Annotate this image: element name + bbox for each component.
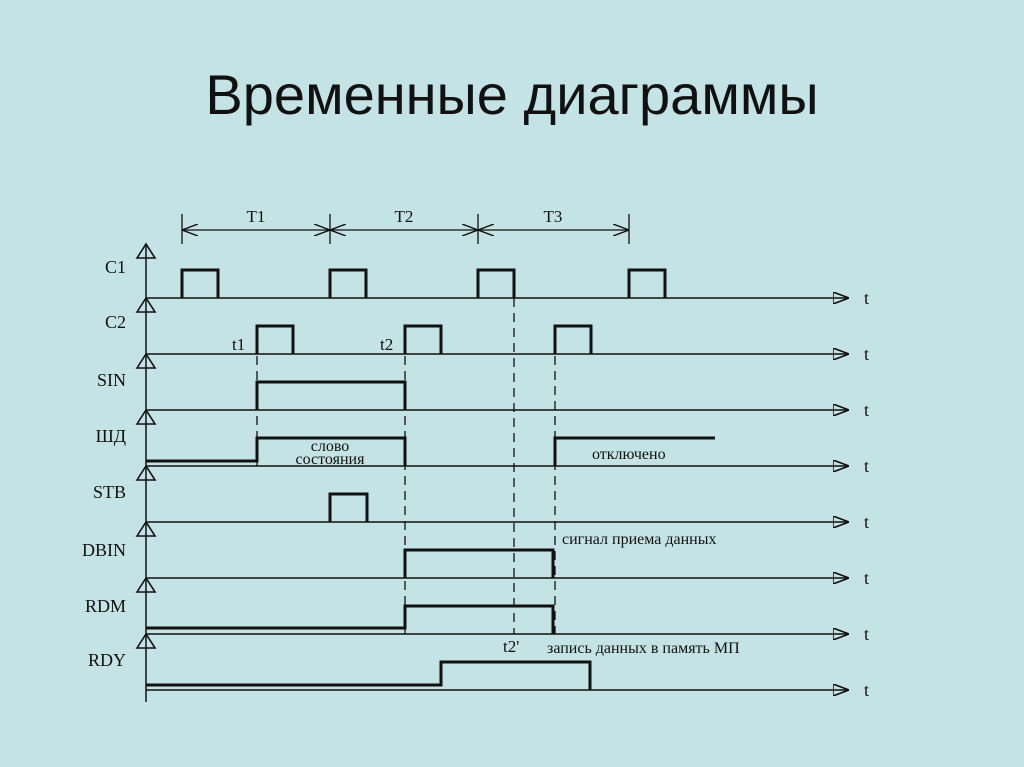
waveform-DBIN <box>403 548 555 578</box>
time-label-7: t <box>864 624 869 644</box>
period-label-T1: T1 <box>247 207 266 226</box>
axis-arrow-RDY <box>135 632 157 649</box>
annotation-write-memory: запись данных в память МП <box>547 640 740 657</box>
axis-arrow-STB <box>135 464 157 481</box>
waveform-RDM <box>146 604 555 634</box>
marker-t1: t1 <box>232 335 245 354</box>
marker-t2-prime: t2' <box>503 637 519 656</box>
waveform-C1 <box>180 268 667 298</box>
period-dimensions <box>181 214 630 244</box>
axis-arrow-SHD <box>135 408 157 425</box>
time-label-4: t <box>864 456 869 476</box>
signal-label-SIN: SIN <box>97 370 126 390</box>
annotation-status-word-2: состояния <box>296 451 366 468</box>
time-label-1: t <box>864 288 869 308</box>
signal-label-RDM: RDM <box>85 596 126 616</box>
signal-label-RDY: RDY <box>88 650 126 670</box>
waveform-RDY <box>146 660 592 690</box>
time-label-2: t <box>864 344 869 364</box>
signal-label-STB: STB <box>93 482 126 502</box>
waveform-SIN <box>255 380 407 410</box>
axis-arrow-C2 <box>135 296 157 313</box>
time-label-8: t <box>864 680 869 700</box>
page-title: Временные диаграммы <box>205 63 819 126</box>
period-label-T3: T3 <box>544 207 563 226</box>
signal-label-SHD: ШД <box>96 426 126 446</box>
marker-t2: t2 <box>380 335 393 354</box>
signal-label-DBIN: DBIN <box>82 540 126 560</box>
annotation-data-receive: сигнал приема данных <box>562 531 716 548</box>
axis-up-arrows <box>135 242 157 649</box>
waveforms <box>146 268 715 690</box>
time-label-3: t <box>864 400 869 420</box>
axis-arrow-SIN <box>135 352 157 369</box>
axis-arrow-DBIN <box>135 520 157 537</box>
signal-label-C1: C1 <box>105 257 126 277</box>
period-label-T2: T2 <box>395 207 414 226</box>
annotation-status-word-1: слово <box>311 438 350 455</box>
axis-arrow-C1 <box>135 242 157 259</box>
time-label-6: t <box>864 568 869 588</box>
time-axes <box>146 298 848 690</box>
annotation-disabled: отключено <box>592 446 666 463</box>
dashed-guides <box>256 298 556 634</box>
axis-arrow-RDM <box>135 576 157 593</box>
signal-label-C2: C2 <box>105 312 126 332</box>
waveform-C2 <box>255 324 593 354</box>
time-label-5: t <box>864 512 869 532</box>
waveform-STB <box>328 492 369 522</box>
